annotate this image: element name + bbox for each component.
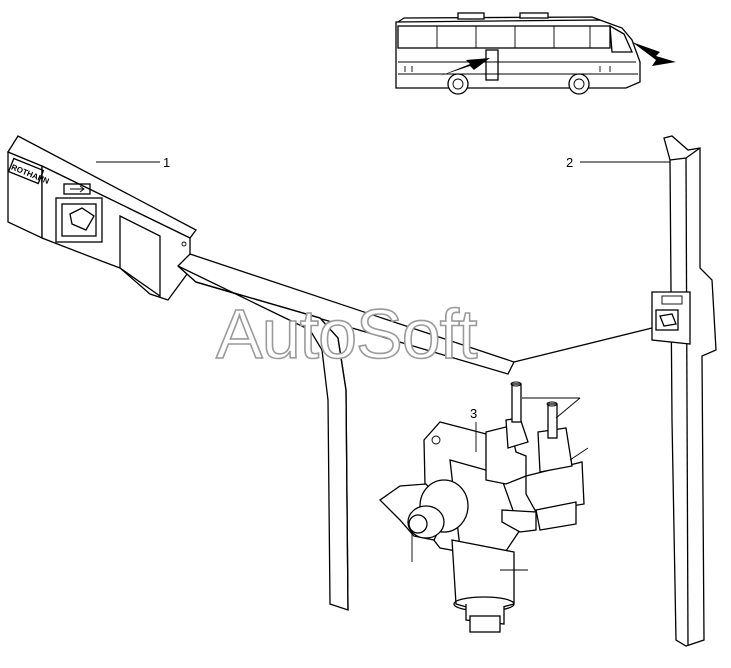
watermark-text: AutoSoft [216, 295, 477, 373]
callout-label-1: 1 [163, 155, 170, 170]
callout-label-3: 3 [470, 406, 477, 421]
leader-line-sensor-2 [555, 397, 581, 419]
valve-part [378, 381, 585, 633]
arrow-icon [440, 58, 490, 76]
leader-line-sensor-nut [569, 447, 589, 461]
callout-label-2: 2 [566, 155, 573, 170]
arrow-icon [632, 42, 676, 66]
bus-icon [395, 12, 641, 95]
mounting-arm [177, 253, 515, 611]
pillar-part [513, 135, 717, 647]
control-box-part: ROTHAHN [7, 135, 197, 301]
